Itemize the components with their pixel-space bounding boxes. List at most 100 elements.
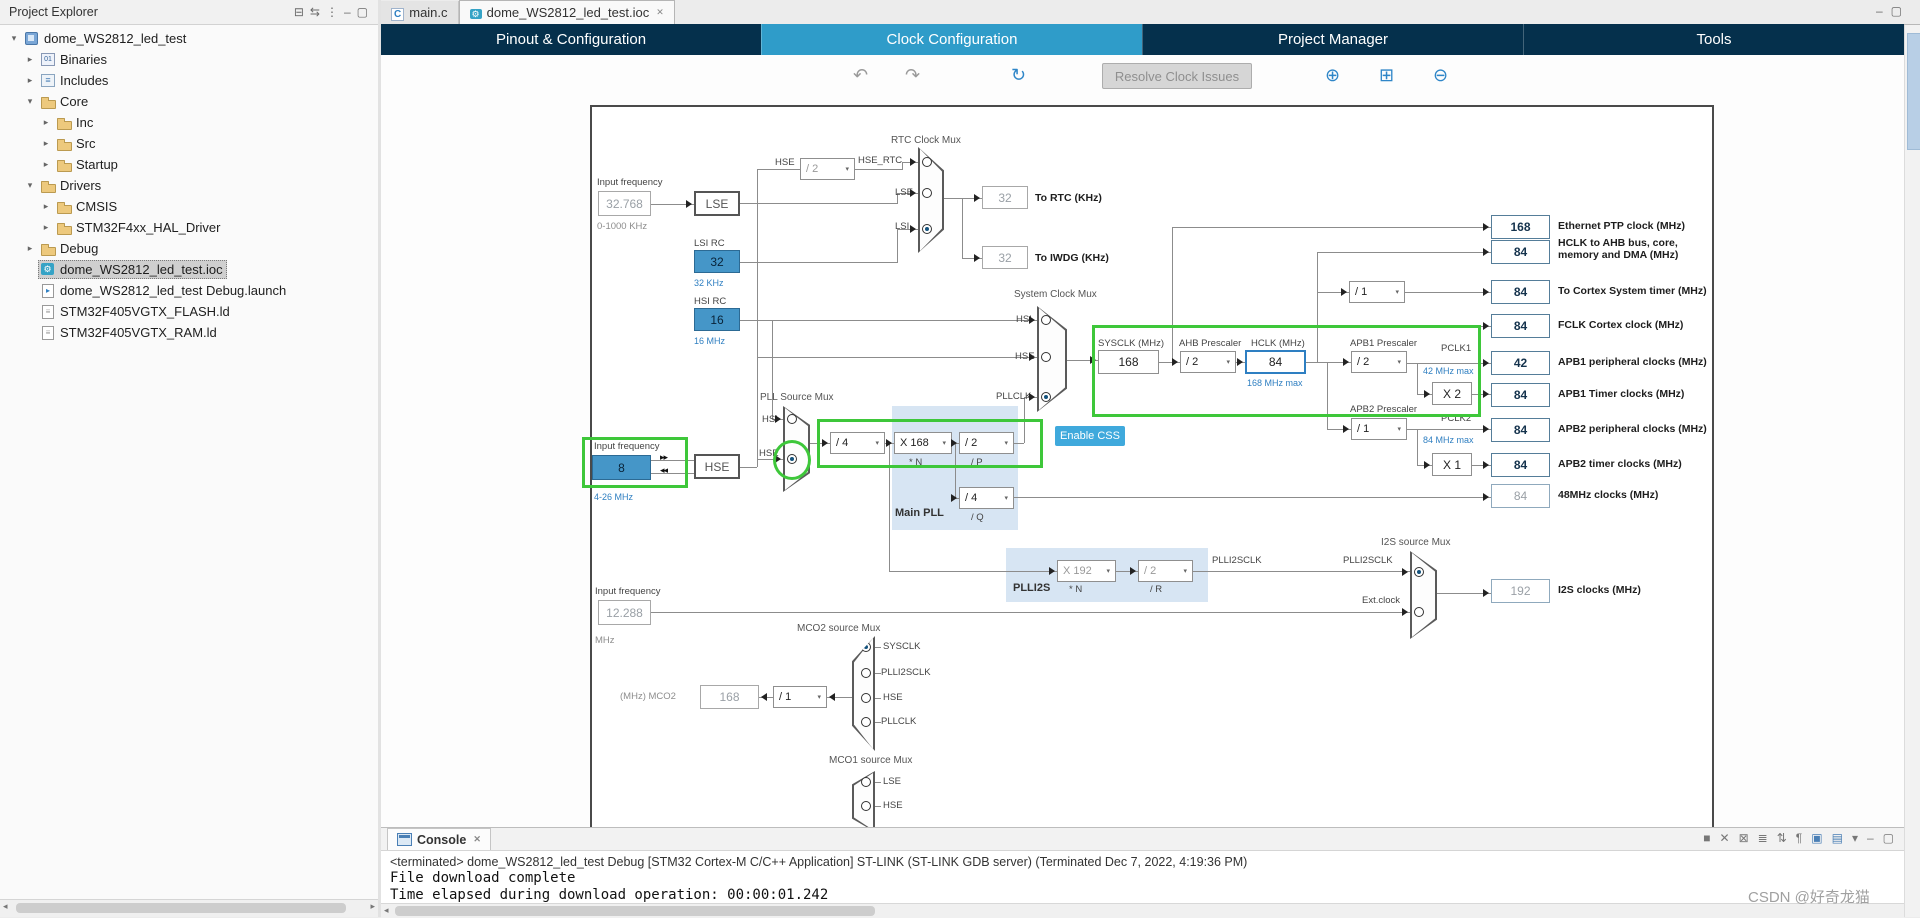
apb2-prescaler[interactable]: / 1▾: [1351, 418, 1407, 440]
mux-radio[interactable]: [1041, 352, 1051, 362]
tree-item-dome-ws2812-led-test[interactable]: ▾dome_WS2812_led_test: [0, 28, 378, 49]
tree-item-core[interactable]: ▾Core: [0, 91, 378, 112]
tree-item-binaries[interactable]: ▸Binaries: [0, 49, 378, 70]
mux-radio[interactable]: [861, 668, 871, 678]
refresh-icon[interactable]: ↻: [1011, 65, 1027, 85]
tab-tools[interactable]: Tools: [1523, 24, 1904, 55]
console-tab[interactable]: Console ✕: [387, 828, 491, 850]
tree-item-drivers[interactable]: ▾Drivers: [0, 175, 378, 196]
close-icon[interactable]: ✕: [473, 834, 481, 844]
mux-radio[interactable]: [861, 777, 871, 787]
tree-item-dome-ws2812-led-test-debug-launch[interactable]: dome_WS2812_led_test Debug.launch: [0, 280, 378, 301]
panel-divider[interactable]: [378, 0, 381, 917]
mux-radio[interactable]: [922, 224, 932, 234]
resolve-clock-issues-button[interactable]: Resolve Clock Issues: [1102, 63, 1252, 89]
collapse-all-icon[interactable]: ⊟: [293, 5, 304, 19]
mux-radio[interactable]: [861, 801, 871, 811]
clear-console-icon[interactable]: ≣: [1757, 831, 1768, 845]
tree-item-stm32f405vgtx-ram-ld[interactable]: STM32F405VGTX_RAM.ld: [0, 322, 378, 343]
expander-icon[interactable]: ▸: [43, 117, 49, 127]
maximize-icon[interactable]: ▢: [1890, 4, 1902, 18]
tab-clock-configuration[interactable]: Clock Configuration: [761, 24, 1142, 55]
expander-icon[interactable]: ▸: [43, 201, 49, 211]
tree-item-inc[interactable]: ▸Inc: [0, 112, 378, 133]
console-menu-icon[interactable]: ▾: [1851, 831, 1858, 845]
scrollbar-thumb[interactable]: [16, 903, 346, 913]
tree-item-debug[interactable]: ▸Debug: [0, 238, 378, 259]
mux-radio[interactable]: [1041, 392, 1051, 402]
tree-item-dome-ws2812-led-test-ioc[interactable]: dome_WS2812_led_test.ioc: [0, 259, 378, 280]
expander-icon[interactable]: ▸: [43, 138, 49, 148]
expander-icon[interactable]: ▾: [11, 33, 17, 43]
minimize-icon[interactable]: –: [343, 5, 351, 19]
pll-n-multiplier[interactable]: X 168▾: [894, 432, 952, 454]
ahb-prescaler[interactable]: / 2▾: [1180, 351, 1236, 373]
enable-css-button[interactable]: Enable CSS: [1055, 426, 1125, 446]
tree-item-stm32f4xx-hal-driver[interactable]: ▸STM32F4xx_HAL_Driver: [0, 217, 378, 238]
mux-radio[interactable]: [787, 454, 797, 464]
undo-icon[interactable]: ↶: [853, 65, 869, 85]
maximize-icon[interactable]: ▢: [356, 5, 368, 19]
pll-m-divider[interactable]: / 4▾: [830, 432, 885, 454]
horizontal-scrollbar[interactable]: ◂: [381, 903, 1904, 918]
tree-item-src[interactable]: ▸Src: [0, 133, 378, 154]
cortex-prescaler[interactable]: / 1▾: [1349, 281, 1405, 303]
minimize-icon[interactable]: –: [1875, 4, 1883, 18]
scrollbar-thumb[interactable]: [395, 906, 875, 916]
show-console-when-output-icon[interactable]: ▣: [1811, 831, 1823, 845]
terminate-icon[interactable]: ■: [1703, 831, 1711, 845]
scroll-right-icon[interactable]: ▸: [370, 901, 375, 911]
mux-radio[interactable]: [1414, 567, 1424, 577]
mux-radio[interactable]: [787, 414, 797, 424]
editor-tab-ioc[interactable]: dome_WS2812_led_test.ioc ✕: [458, 0, 675, 24]
expander-icon[interactable]: ▾: [27, 96, 33, 106]
zoom-out-icon[interactable]: ⊖: [1433, 65, 1449, 85]
redo-icon[interactable]: ↷: [905, 65, 921, 85]
remove-launch-icon[interactable]: ✕: [1719, 831, 1730, 845]
tree-item-includes[interactable]: ▸Includes: [0, 70, 378, 91]
expander-icon[interactable]: ▸: [27, 54, 33, 64]
expander-icon[interactable]: ▸: [43, 159, 49, 169]
mux-radio[interactable]: [1041, 315, 1051, 325]
mux-radio[interactable]: [861, 693, 871, 703]
expander-icon[interactable]: ▸: [43, 222, 49, 232]
scrollbar-thumb[interactable]: [1907, 33, 1920, 150]
mux-radio[interactable]: [861, 717, 871, 727]
tree-item-stm32f405vgtx-flash-ld[interactable]: STM32F405VGTX_FLASH.ld: [0, 301, 378, 322]
maximize-icon[interactable]: ▢: [1882, 831, 1894, 845]
tree-item-startup[interactable]: ▸Startup: [0, 154, 378, 175]
scroll-left-icon[interactable]: ◂: [3, 901, 8, 911]
scroll-left-icon[interactable]: ◂: [384, 905, 389, 915]
sysclk-value[interactable]: 168: [1098, 350, 1159, 374]
expander-icon[interactable]: ▸: [27, 243, 33, 253]
apb1-prescaler[interactable]: / 2▾: [1351, 351, 1407, 373]
mux-radio[interactable]: [922, 188, 932, 198]
horizontal-scrollbar[interactable]: ◂ ▸: [0, 899, 378, 917]
remove-all-terminated-icon[interactable]: ⊠: [1738, 831, 1749, 845]
open-console-icon[interactable]: ▤: [1831, 831, 1843, 845]
vertical-scrollbar[interactable]: [1904, 25, 1920, 917]
expander-icon[interactable]: ▾: [27, 180, 33, 190]
pll-p-divider[interactable]: / 2▾: [959, 432, 1014, 454]
tab-pinout-configuration[interactable]: Pinout & Configuration: [495, 31, 647, 48]
mco2-divider[interactable]: / 1▾: [773, 686, 827, 708]
fit-to-screen-icon[interactable]: ⊞: [1379, 65, 1395, 85]
link-with-editor-icon[interactable]: ⇆: [309, 5, 320, 19]
view-menu-icon[interactable]: ⋮: [325, 5, 338, 19]
tree-item-cmsis[interactable]: ▸CMSIS: [0, 196, 378, 217]
clock-line: [889, 443, 890, 571]
close-icon[interactable]: ✕: [656, 7, 664, 17]
hclk-value[interactable]: 84: [1245, 350, 1306, 374]
minimize-icon[interactable]: –: [1866, 831, 1874, 845]
mux-radio[interactable]: [861, 642, 871, 652]
word-wrap-icon[interactable]: ¶: [1795, 831, 1803, 845]
expander-icon[interactable]: ▸: [27, 75, 33, 85]
pll-q-divider[interactable]: / 4▾: [959, 487, 1014, 509]
scroll-lock-icon[interactable]: ⇅: [1776, 831, 1787, 845]
zoom-in-icon[interactable]: ⊕: [1325, 65, 1341, 85]
tab-project-manager[interactable]: Project Manager: [1142, 24, 1523, 55]
hse-input-frequency[interactable]: 8: [592, 455, 651, 480]
mux-radio[interactable]: [1414, 607, 1424, 617]
mux-radio[interactable]: [922, 157, 932, 167]
editor-tab-main-c[interactable]: main.c: [381, 1, 459, 24]
